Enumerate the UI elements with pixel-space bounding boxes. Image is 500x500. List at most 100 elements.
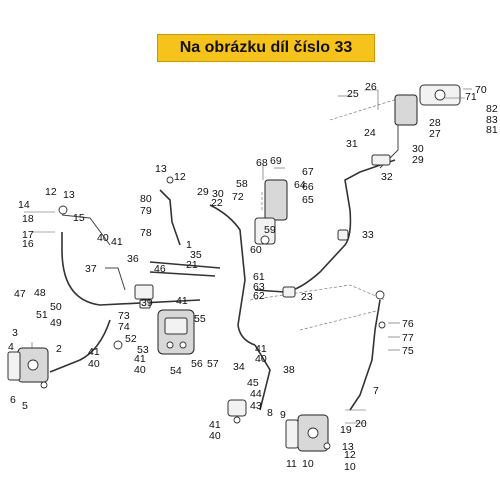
- callout-74: 74: [118, 321, 130, 333]
- master-cylinder-front: [394, 84, 461, 126]
- callout-10-b: 10: [344, 461, 356, 473]
- callout-16: 16: [22, 238, 34, 250]
- callout-78: 78: [140, 227, 152, 239]
- pipe-left-upper: [61, 214, 111, 246]
- callout-41-c: 41: [134, 353, 146, 365]
- brake-pipes: [49, 110, 399, 411]
- callout-29-a: 29: [197, 186, 209, 198]
- callout-13-a: 13: [63, 189, 75, 201]
- callout-38: 38: [283, 364, 295, 376]
- callout-69: 69: [270, 155, 282, 167]
- callout-31: 31: [346, 138, 358, 150]
- callout-56: 56: [191, 358, 203, 370]
- callout-71: 71: [465, 91, 477, 103]
- rear-sensor: [227, 399, 247, 424]
- callout-70: 70: [475, 84, 487, 96]
- callout-13-b: 13: [155, 163, 167, 175]
- callout-40-a: 40: [97, 232, 109, 244]
- callout-30-a: 30: [212, 188, 224, 200]
- callout-64: 64: [294, 179, 306, 191]
- callout-67: 67: [302, 166, 314, 178]
- callout-53: 53: [137, 344, 149, 356]
- callout-14: 14: [18, 199, 30, 211]
- callout-33: 33: [362, 229, 374, 241]
- callout-23: 23: [301, 291, 313, 303]
- callout-37: 37: [85, 263, 97, 275]
- callout-83: 83: [486, 114, 498, 126]
- callout-77: 77: [402, 332, 414, 344]
- callout-25: 25: [347, 88, 359, 100]
- callout-2: 2: [56, 343, 62, 355]
- callout-60: 60: [250, 244, 262, 256]
- bracket-mid: [58, 176, 386, 350]
- callout-7: 7: [373, 385, 379, 397]
- callout-20: 20: [355, 418, 367, 430]
- callout-40-b: 40: [88, 358, 100, 370]
- callout-18: 18: [22, 213, 34, 225]
- brake-caliper-left: [7, 347, 49, 389]
- master-cylinder-rear: [254, 179, 288, 245]
- callout-45: 45: [247, 377, 259, 389]
- callout-44: 44: [250, 388, 262, 400]
- callout-54: 54: [170, 365, 182, 377]
- pipe-left-lower: [49, 319, 111, 373]
- callout-labels: 1 2 3 4 5 6 7 8 9 10 10 11 12 12 12 13 1…: [8, 81, 498, 473]
- callout-40-e: 40: [209, 430, 221, 442]
- callout-28: 28: [429, 117, 441, 129]
- callout-40-c: 40: [134, 364, 146, 376]
- callout-6: 6: [10, 394, 16, 406]
- callout-39: 39: [141, 297, 153, 309]
- callout-43: 43: [250, 400, 262, 412]
- callout-36: 36: [127, 253, 139, 265]
- callout-34: 34: [233, 361, 245, 373]
- callout-52: 52: [125, 333, 137, 345]
- pipe-upper-left: [159, 189, 181, 246]
- callout-1: 1: [186, 239, 192, 251]
- callout-58: 58: [236, 178, 248, 190]
- callout-48: 48: [34, 287, 46, 299]
- callout-12-a: 12: [45, 186, 57, 198]
- callout-21: 21: [186, 259, 198, 271]
- callout-51: 51: [36, 309, 48, 321]
- callout-57: 57: [207, 358, 219, 370]
- callout-27: 27: [429, 128, 441, 140]
- callout-61: 61: [253, 271, 265, 283]
- callout-12-b: 12: [174, 171, 186, 183]
- pipe-under: [254, 344, 271, 411]
- callout-62: 62: [253, 290, 265, 302]
- callout-32: 32: [381, 171, 393, 183]
- pipe-37: [105, 267, 126, 291]
- callout-41-d: 41: [176, 295, 188, 307]
- leader-lines: [24, 88, 472, 424]
- callout-41-f: 41: [209, 419, 221, 431]
- callout-63: 63: [253, 281, 265, 293]
- pipe-mid-horizontal: [149, 261, 221, 277]
- callout-55: 55: [194, 313, 206, 325]
- callout-12-c: 12: [344, 449, 356, 461]
- callout-35: 35: [190, 249, 202, 261]
- callout-73: 73: [118, 310, 130, 322]
- callout-3: 3: [12, 327, 18, 339]
- callout-13-c: 13: [342, 441, 354, 453]
- pipe-center-long: [209, 204, 256, 346]
- callout-81: 81: [486, 124, 498, 136]
- reference-lines: [249, 94, 411, 331]
- callout-19: 19: [340, 424, 352, 436]
- callout-50: 50: [50, 301, 62, 313]
- callout-11: 11: [286, 458, 297, 470]
- callout-41-e: 41: [255, 343, 267, 355]
- callout-17: 17: [22, 229, 34, 241]
- callout-75: 75: [402, 345, 414, 357]
- callout-8: 8: [267, 407, 273, 419]
- callout-9: 9: [280, 409, 286, 421]
- callout-10-a: 10: [302, 458, 314, 470]
- callout-4: 4: [8, 341, 14, 353]
- callout-5: 5: [22, 400, 28, 412]
- callout-22: 22: [211, 197, 223, 209]
- callout-24: 24: [364, 127, 376, 139]
- callout-30-b: 30: [412, 143, 424, 155]
- callout-68: 68: [256, 157, 268, 169]
- callout-76: 76: [402, 318, 414, 330]
